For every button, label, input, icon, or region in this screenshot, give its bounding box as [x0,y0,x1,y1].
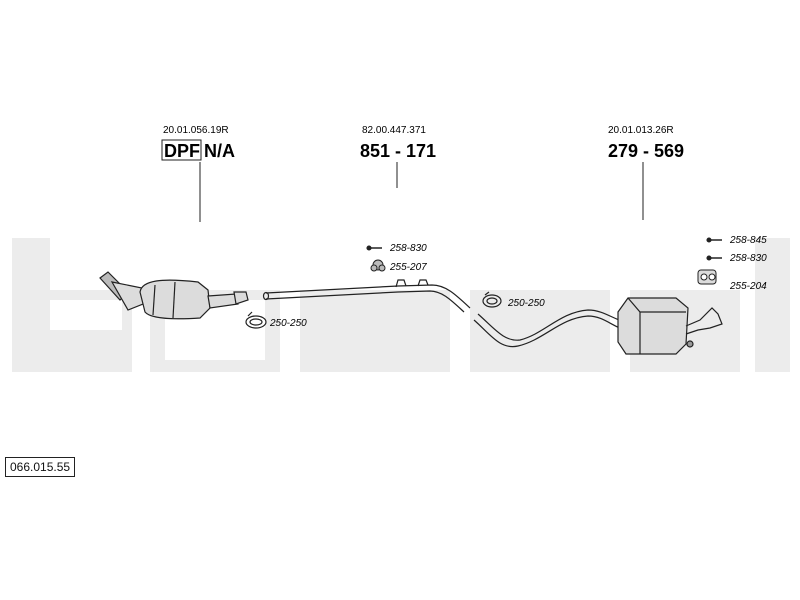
dpf-box [161,139,202,161]
rear-silencer-part [473,297,723,355]
part-number-pipe: 851 - 171 [360,141,436,161]
callout-bolt-rear-2: 258-830 [729,253,767,264]
diagram-number: 066.015.55 [5,457,76,477]
callout-clamp-front: 250-250 [269,318,307,329]
callout-bolt-mid: 258-830 [389,243,427,254]
clamp-front-icon [245,311,267,329]
part-number-silencer: 279 - 569 [608,141,684,161]
part-number-dpf: N/A [204,141,235,161]
callout-hanger-mid: 255-207 [389,262,427,273]
callout-bolt-rear-1: 258-845 [729,235,767,246]
callout-clamp-mid: 250-250 [507,298,545,309]
oem-number-silencer: 20.01.013.26R [608,125,674,136]
intermediate-pipe-part [262,279,471,313]
oem-number-dpf: 20.01.056.19R [163,125,229,136]
hanger-mid-icon [370,259,386,272]
clamp-mid-icon [482,291,502,308]
bolt-rear-2-icon [706,255,722,261]
callout-hanger-rear: 255-204 [729,281,767,292]
bolt-rear-1-icon [706,237,722,243]
dpf-label: DPF [164,141,200,161]
dpf-catalyst-part [99,271,249,320]
oem-number-pipe: 82.00.447.371 [362,125,426,136]
hanger-rear-icon [697,269,717,285]
bolt-mid-icon [366,245,382,251]
